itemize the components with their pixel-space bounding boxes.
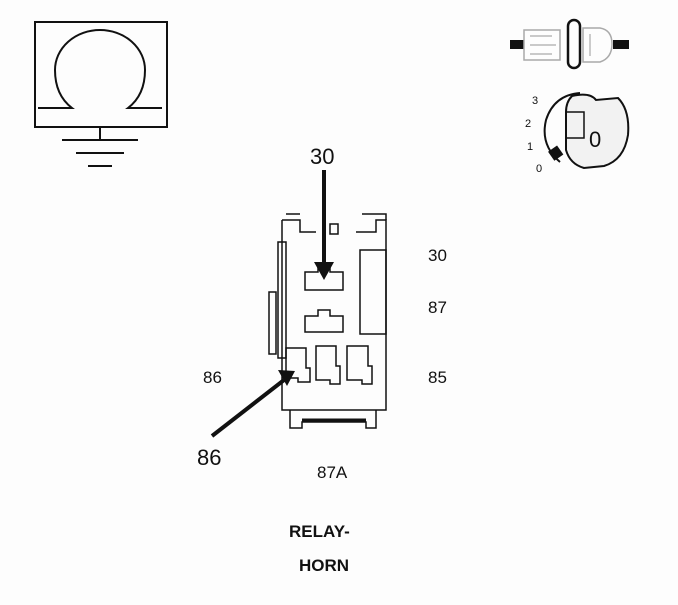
pin-label-86: 86 <box>203 368 222 387</box>
caption-line-2: HORN <box>299 556 349 575</box>
ignition-position-3: 3 <box>532 95 538 107</box>
ignition-key-switch-icon: 3 2 1 0 0 <box>525 92 630 175</box>
ohmmeter-icon <box>34 21 168 167</box>
ignition-key-label: 0 <box>589 127 601 152</box>
pin-label-85: 85 <box>428 368 447 387</box>
connector-disconnect-icon <box>510 18 629 70</box>
pin-label-87a: 87A <box>317 463 348 482</box>
pin-label-87: 87 <box>428 298 447 317</box>
probe-arrow-30 <box>314 170 334 280</box>
ignition-position-0: 0 <box>536 163 542 175</box>
terminal-cavity-87 <box>304 309 344 333</box>
terminal-cavity-85 <box>346 345 373 385</box>
probe-label-30: 30 <box>310 144 334 169</box>
probe-arrow-86 <box>210 370 295 438</box>
ignition-position-2: 2 <box>525 118 531 130</box>
relay-connector <box>268 213 387 429</box>
pin-label-30: 30 <box>428 246 447 265</box>
terminal-cavity-30 <box>304 265 344 291</box>
ignition-position-1: 1 <box>527 141 533 153</box>
probe-label-86: 86 <box>197 445 221 470</box>
caption-line-1: RELAY- <box>289 522 350 541</box>
terminal-cavity-87a <box>315 345 341 385</box>
